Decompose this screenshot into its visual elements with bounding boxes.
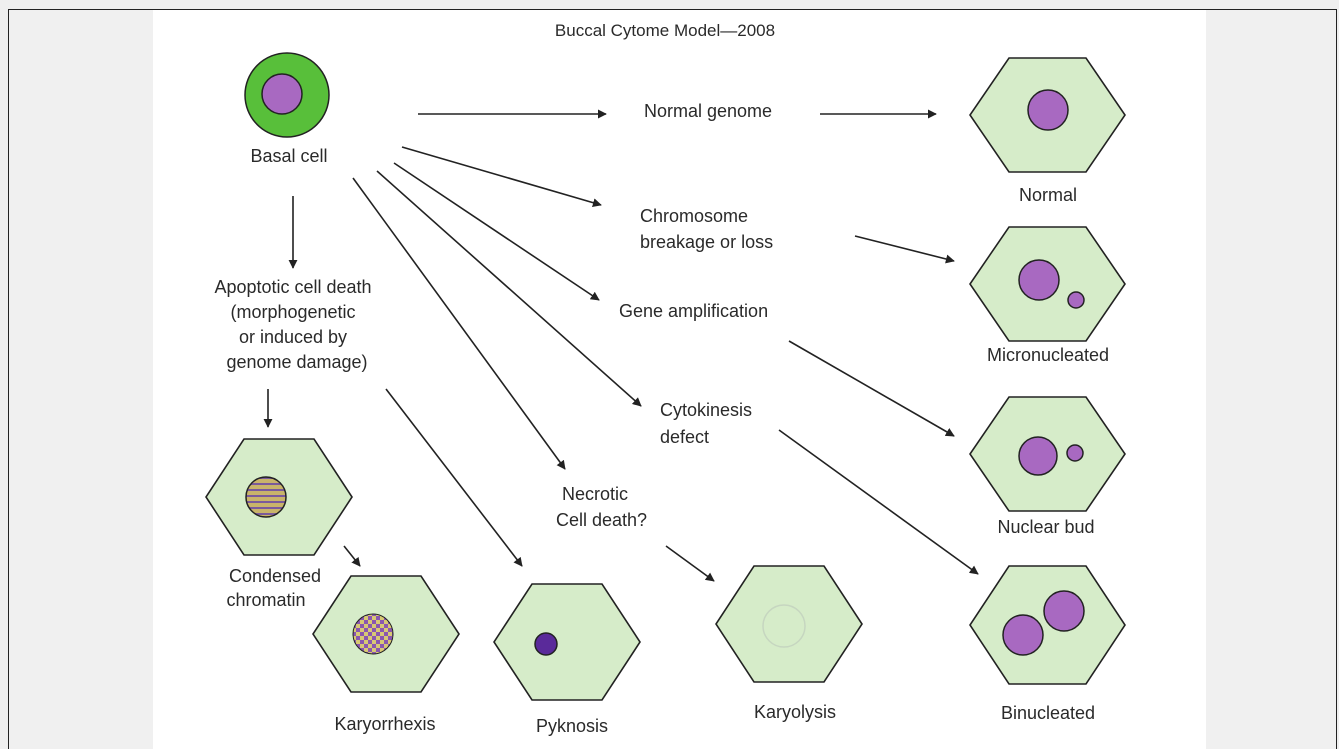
pyknosis-label: Pyknosis bbox=[536, 716, 608, 736]
basal-cell bbox=[244, 52, 330, 138]
normal-genome-label: Normal genome bbox=[644, 101, 772, 121]
arrow-apoptotic-to-pyknosis bbox=[385, 388, 523, 567]
pyknosis-cell bbox=[493, 583, 641, 701]
apoptotic-label-line4: genome damage) bbox=[226, 352, 367, 372]
apoptotic-label-line3: or induced by bbox=[239, 327, 347, 347]
arrow-basal-to-chromosome bbox=[401, 146, 602, 208]
cytokinesis-label-line1: Cytokinesis bbox=[660, 400, 752, 420]
arrow-necrotic-to-karyolysis bbox=[665, 545, 715, 582]
nuclear-bud-cell bbox=[969, 396, 1126, 512]
binucleated-label: Binucleated bbox=[1001, 703, 1095, 723]
micronucleated-cell bbox=[969, 226, 1126, 342]
karyolysis-label: Karyolysis bbox=[754, 702, 836, 722]
arrow-cytokinesis-to-binucleated bbox=[778, 429, 979, 575]
arrow-chromosome-to-micronucleated bbox=[854, 235, 955, 264]
binucleated-cell bbox=[969, 565, 1126, 685]
chromosome-label-line2: breakage or loss bbox=[640, 232, 773, 252]
karyorrhexis-cell bbox=[312, 575, 460, 693]
chromosome-label-line1: Chromosome bbox=[640, 206, 748, 226]
arrow-basal-to-necrotic bbox=[352, 177, 566, 470]
apoptotic-label-line1: Apoptotic cell death bbox=[214, 277, 371, 297]
arrow-gene-amplification-to-nuclear-bud bbox=[788, 340, 955, 437]
necrotic-label-line1: Necrotic bbox=[562, 484, 628, 504]
diagram-title: Buccal Cytome Model—2008 bbox=[555, 21, 775, 40]
karyorrhexis-label: Karyorrhexis bbox=[334, 714, 435, 734]
arrows bbox=[263, 109, 979, 582]
apoptotic-label-line2: (morphogenetic bbox=[230, 302, 355, 322]
normal-cell bbox=[969, 57, 1126, 173]
necrotic-label-line2: Cell death? bbox=[556, 510, 647, 530]
gene-amplification-label: Gene amplification bbox=[619, 301, 768, 321]
karyolysis-cell bbox=[715, 565, 863, 683]
cytokinesis-label-line2: defect bbox=[660, 427, 709, 447]
arrow-basal-to-cytokinesis bbox=[376, 170, 642, 407]
basal-cell-label: Basal cell bbox=[250, 146, 327, 166]
nuclear-bud-label: Nuclear bud bbox=[997, 517, 1094, 537]
condensed-chromatin-label-line2: chromatin bbox=[226, 590, 305, 610]
condensed-chromatin-label-line1: Condensed bbox=[229, 566, 321, 586]
condensed-chromatin-cell bbox=[205, 438, 353, 556]
arrow-condensed-to-karyorrhexis bbox=[343, 545, 361, 567]
micronucleated-label: Micronucleated bbox=[987, 345, 1109, 365]
arrow-basal-to-gene-amplification bbox=[393, 162, 600, 301]
normal-label: Normal bbox=[1019, 185, 1077, 205]
